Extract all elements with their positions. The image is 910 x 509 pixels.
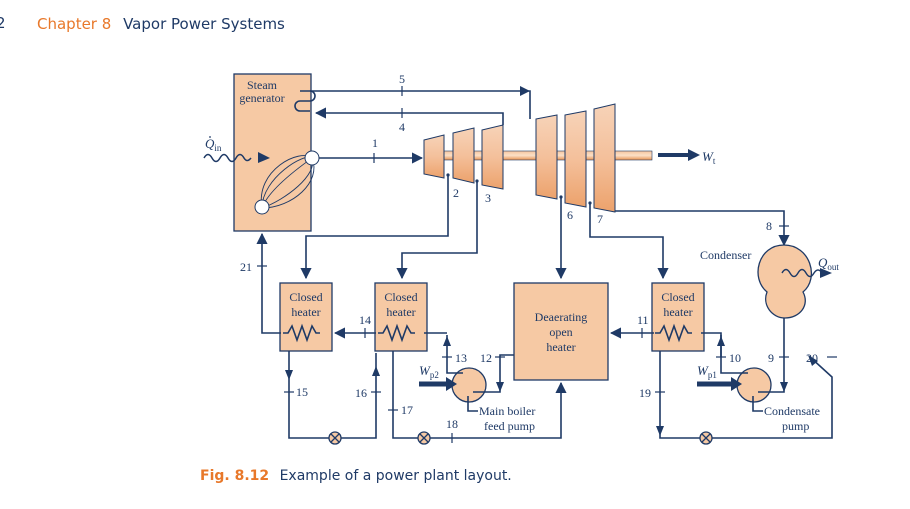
closed-heater-2: Closed heater: [374, 282, 428, 352]
svg-text:heater: heater: [386, 305, 415, 319]
main-boiler-feed-pump: Main boiler feed pump: [443, 335, 535, 433]
state-14: 14: [359, 313, 371, 327]
chapter-heading: Chapter 8 Vapor Power Systems: [37, 15, 285, 33]
heat-out-wave-icon: [781, 268, 823, 278]
state-9: 9: [768, 351, 774, 365]
page-number: 2: [0, 14, 6, 32]
svg-text:Condensate: Condensate: [764, 404, 820, 418]
condenser-label: Condenser: [700, 248, 751, 262]
state-17: 17: [401, 403, 413, 417]
state-ticks: [257, 86, 837, 443]
heat-in-arrow-icon: [258, 152, 270, 163]
line-state-4: [314, 107, 504, 125]
lp-turbine-stage-1: [535, 114, 558, 200]
line-state-2: [300, 175, 449, 280]
svg-text:Closed: Closed: [289, 290, 322, 304]
line-state-5: [310, 90, 531, 119]
pump-label-leader: [752, 396, 763, 412]
state-2: 2: [453, 186, 459, 200]
hp-turbine-stage-2: [452, 127, 475, 184]
turbine-train: [423, 103, 653, 213]
w-p2-label: Wp2: [419, 363, 439, 380]
state-20: 20: [806, 351, 818, 365]
closed-heater-3: Closed heater: [651, 282, 705, 352]
state-4: 4: [399, 120, 405, 134]
state-21: 21: [240, 260, 252, 274]
pump-label-leader: [467, 396, 478, 412]
svg-text:Deaerating: Deaerating: [535, 310, 588, 324]
condensate-pump: Condensate pump: [717, 318, 820, 433]
q-in-label: Qin: [205, 136, 222, 153]
hp-turbine-stage-1: [423, 134, 445, 179]
state-1: 1: [372, 136, 378, 150]
svg-text:heater: heater: [546, 340, 575, 354]
svg-text:Main boiler: Main boiler: [479, 404, 535, 418]
heat-in-wave-icon: [203, 153, 252, 163]
caption-text: Example of a power plant layout.: [279, 468, 512, 484]
line-state-7: [589, 203, 669, 280]
steam-generator: Steam generator: [233, 73, 320, 232]
svg-text:heater: heater: [663, 305, 692, 319]
line-state-8: [615, 210, 790, 247]
svg-text:Closed: Closed: [661, 290, 694, 304]
state-11: 11: [637, 313, 649, 327]
lp-turbine-stage-2: [564, 110, 587, 208]
state-10: 10: [729, 351, 741, 365]
state-8: 8: [766, 219, 772, 233]
steam-generator-label-2: generator: [239, 91, 284, 105]
throttle-valve-icon: [328, 431, 342, 445]
svg-text:open: open: [549, 325, 572, 339]
condenser: Condenser: [700, 244, 832, 319]
closed-heater-1: Closed heater: [279, 282, 333, 352]
state-13: 13: [455, 351, 467, 365]
chapter-title: Vapor Power Systems: [123, 15, 285, 33]
line-states-19-20: [659, 351, 833, 439]
heat-out-arrow-icon: [820, 268, 832, 278]
state-15: 15: [296, 385, 308, 399]
w-p1-label: Wp1: [697, 363, 717, 380]
figure-caption: Fig. 8.12 Example of a power plant layou…: [200, 468, 512, 484]
state-16: 16: [355, 386, 367, 400]
heater-coil-icon: [378, 323, 415, 343]
steam-generator-label-1: Steam: [247, 78, 278, 92]
heater-coil-icon: [655, 323, 692, 343]
svg-text:pump: pump: [782, 419, 809, 433]
line-state-13: [446, 335, 463, 374]
reheat-coil: [294, 90, 316, 112]
state-7: 7: [597, 212, 603, 226]
deaerating-open-heater: Deaerating open heater: [513, 282, 609, 381]
svg-text:feed pump: feed pump: [484, 419, 535, 433]
svg-text:heater: heater: [291, 305, 320, 319]
state-6: 6: [567, 208, 573, 222]
work-out-arrow-icon: [688, 149, 700, 161]
state-5: 5: [399, 72, 405, 86]
figure-label: Fig. 8.12: [200, 468, 270, 484]
svg-text:Closed: Closed: [384, 290, 417, 304]
line-state-3: [396, 181, 478, 280]
line-state-10: [720, 335, 748, 374]
throttle-valve-icon: [417, 431, 431, 445]
line-state-21: [256, 232, 281, 334]
state-3: 3: [485, 191, 491, 205]
state-18: 18: [446, 417, 458, 431]
hp-turbine-stage-3: [481, 124, 504, 190]
throttle-valve-icon: [699, 431, 713, 445]
state-19: 19: [639, 386, 651, 400]
line-state-12: [473, 354, 514, 393]
chapter-label: Chapter 8: [37, 15, 112, 33]
boiler-tubes: [254, 150, 320, 215]
lp-turbine-stage-3: [593, 103, 616, 213]
w-t-label: Wt: [702, 149, 716, 166]
state-12: 12: [480, 351, 492, 365]
heater-coil-icon: [283, 323, 320, 343]
q-out-label: Qout: [818, 255, 839, 272]
line-states-17-18: [392, 351, 567, 439]
state-labels: 1 2 3 4 5 6 7 8 9 10 11 12 13 14 15 16 1…: [240, 72, 818, 431]
